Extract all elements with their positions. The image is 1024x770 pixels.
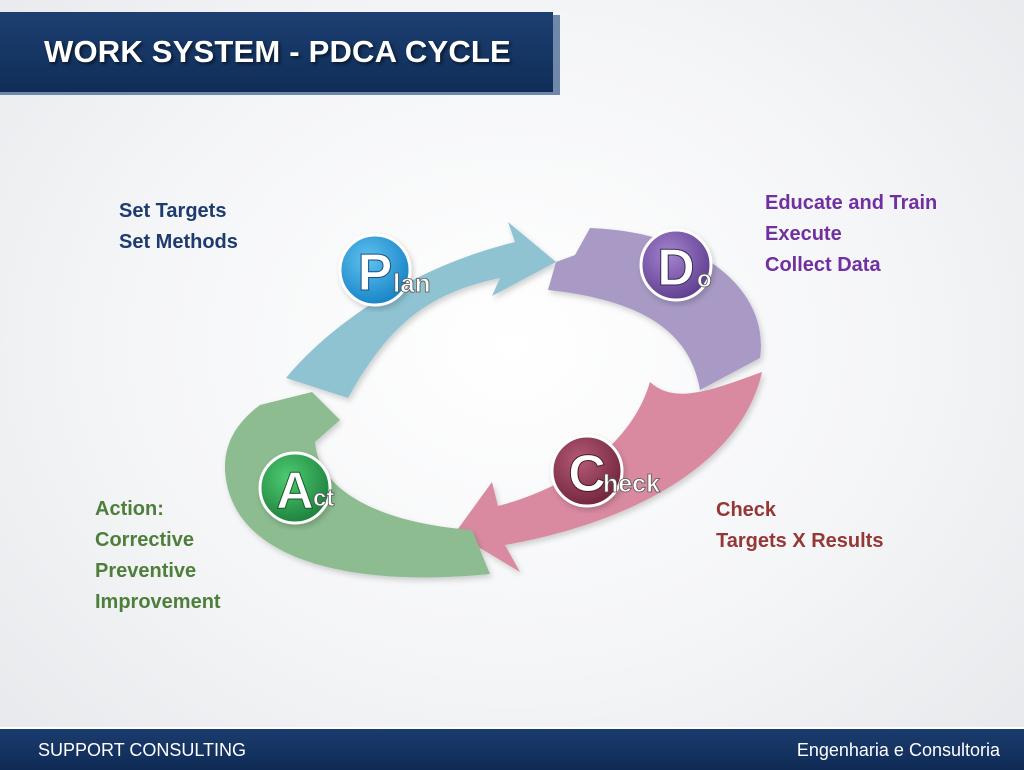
check-badge-big-letter: C — [568, 445, 606, 503]
footer-tagline: Engenharia e Consultoria — [796, 740, 1000, 760]
act-note-line: Corrective — [95, 529, 194, 551]
act-note-line: Preventive — [95, 560, 197, 582]
do-note-line: Collect Data — [765, 254, 881, 276]
act-arrow — [224, 392, 490, 578]
check-badge-small-text: heck — [603, 470, 660, 498]
check-note-line: Check — [716, 499, 777, 521]
check-note-line: Targets X Results — [716, 530, 884, 552]
act-badge-big-letter: A — [276, 462, 314, 520]
plan-note-line: Set Targets — [119, 200, 227, 222]
footer-company: SUPPORT CONSULTING — [38, 740, 247, 760]
act-note-line: Improvement — [95, 591, 221, 613]
act-notes: Action: Corrective Preventive Improvemen… — [95, 494, 221, 618]
check-badge: C heck — [550, 434, 660, 508]
plan-badge-small-text: lan — [393, 268, 431, 298]
do-badge-small-text: o — [697, 266, 712, 293]
title-bar: WORK SYSTEM - PDCA CYCLE — [0, 12, 553, 92]
do-badge-big-letter: D — [657, 239, 695, 297]
act-badge-small-text: ct — [313, 485, 334, 512]
do-badge: D o — [639, 228, 713, 302]
do-notes: Educate and Train Execute Collect Data — [765, 188, 937, 281]
plan-badge: P lan — [338, 233, 431, 307]
page-title: WORK SYSTEM - PDCA CYCLE — [44, 34, 511, 69]
check-notes: Check Targets X Results — [716, 495, 883, 557]
act-note-line: Action: — [95, 498, 164, 520]
plan-badge-big-letter: P — [358, 244, 393, 302]
plan-arrow — [286, 222, 556, 398]
plan-note-line: Set Methods — [119, 231, 238, 253]
plan-notes: Set Targets Set Methods — [119, 196, 238, 258]
act-badge: A ct — [258, 451, 335, 525]
do-note-line: Educate and Train — [765, 192, 938, 214]
do-note-line: Execute — [765, 223, 842, 245]
footer-bar: SUPPORT CONSULTING Engenharia e Consulto… — [0, 727, 1024, 770]
